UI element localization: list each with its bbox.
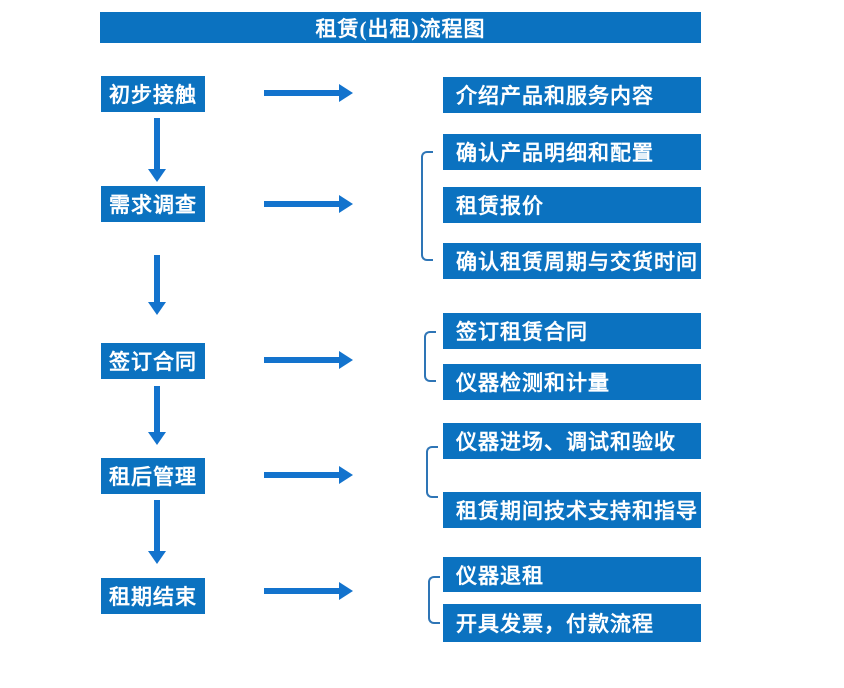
diagram-title: 租赁(出租)流程图 bbox=[100, 12, 701, 43]
arrow-shaft bbox=[264, 472, 340, 478]
arrow-shaft bbox=[264, 357, 340, 363]
arrow-down-icon bbox=[148, 386, 166, 445]
arrow-down-icon bbox=[148, 255, 166, 315]
arrow-shaft bbox=[264, 201, 340, 207]
detail-box-rental-quote: 租赁报价 bbox=[443, 187, 701, 223]
arrow-down-icon bbox=[148, 118, 166, 182]
step-box-post-rental-mgmt: 租后管理 bbox=[101, 458, 205, 494]
arrow-head bbox=[339, 195, 353, 213]
arrow-head bbox=[148, 551, 166, 564]
detail-box-confirm-product-spec: 确认产品明细和配置 bbox=[443, 134, 701, 170]
arrow-shaft bbox=[154, 255, 160, 302]
arrow-right-icon bbox=[264, 582, 353, 600]
step-box-sign-contract: 签订合同 bbox=[101, 343, 205, 379]
arrow-right-icon bbox=[264, 351, 353, 369]
group-bracket-sign-contract bbox=[424, 331, 436, 382]
group-bracket-post-rental bbox=[426, 446, 438, 498]
step-box-lease-end: 租期结束 bbox=[101, 578, 205, 614]
step-box-demand-survey: 需求调查 bbox=[101, 186, 205, 222]
arrow-right-icon bbox=[264, 84, 353, 102]
detail-box-tech-support: 租赁期间技术支持和指导 bbox=[443, 492, 701, 528]
arrow-shaft bbox=[154, 386, 160, 432]
arrow-down-icon bbox=[148, 500, 166, 564]
arrow-head bbox=[148, 169, 166, 182]
detail-box-introduce-products: 介绍产品和服务内容 bbox=[443, 77, 701, 113]
detail-box-instrument-setup: 仪器进场、调试和验收 bbox=[443, 423, 701, 459]
arrow-shaft bbox=[264, 588, 340, 594]
arrow-shaft bbox=[264, 90, 340, 96]
arrow-head bbox=[339, 84, 353, 102]
arrow-shaft bbox=[154, 118, 160, 169]
arrow-shaft bbox=[154, 500, 160, 551]
step-box-initial-contact: 初步接触 bbox=[101, 76, 205, 112]
detail-box-instrument-return: 仪器退租 bbox=[443, 557, 701, 592]
arrow-head bbox=[339, 351, 353, 369]
arrow-head bbox=[339, 466, 353, 484]
detail-box-invoice-payment: 开具发票，付款流程 bbox=[443, 604, 701, 642]
arrow-head bbox=[148, 432, 166, 445]
arrow-right-icon bbox=[264, 195, 353, 213]
arrow-right-icon bbox=[264, 466, 353, 484]
group-bracket-lease-end bbox=[428, 576, 440, 624]
detail-box-confirm-period: 确认租赁周期与交货时间 bbox=[443, 243, 701, 279]
detail-box-sign-rental-contract: 签订租赁合同 bbox=[443, 313, 701, 349]
group-bracket-demand-survey bbox=[421, 151, 433, 261]
arrow-head bbox=[339, 582, 353, 600]
detail-box-instrument-testing: 仪器检测和计量 bbox=[443, 364, 701, 400]
arrow-head bbox=[148, 302, 166, 315]
